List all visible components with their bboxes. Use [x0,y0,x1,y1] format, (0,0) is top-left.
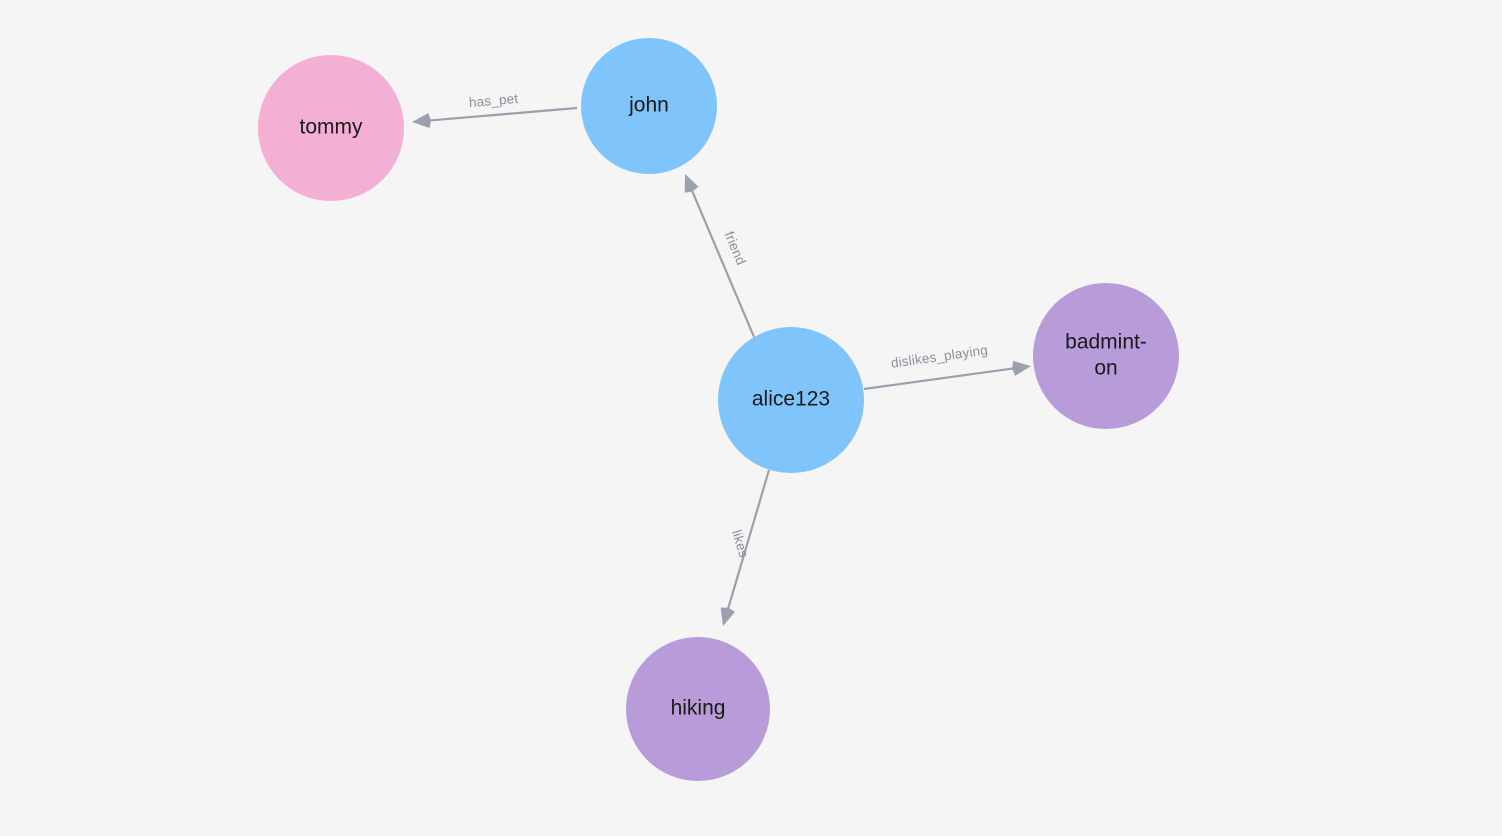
graph-node-alice123[interactable]: alice123 [718,327,864,473]
graph-edge[interactable]: likes [720,469,771,626]
nodes-layer: tommy john alice123 badmint-on hiking [258,38,1179,781]
edge-label: has_pet [468,91,519,110]
node-circle[interactable] [1033,283,1179,429]
node-circle[interactable] [258,55,404,201]
edge-label: friend [721,229,748,267]
graph-edge[interactable]: dislikes_playing [863,342,1031,391]
edge-label: likes [729,528,752,559]
edge-arrowhead [684,174,699,193]
node-circle[interactable] [581,38,717,174]
edge-line [690,189,756,338]
graph-node-john[interactable]: john [581,38,717,174]
edge-line [428,106,578,122]
graph-node-tommy[interactable]: tommy [258,55,404,201]
graph-node-hiking[interactable]: hiking [626,637,770,781]
graph-node-badminton[interactable]: badmint-on [1033,283,1179,429]
edge-arrowhead [1012,360,1031,376]
edge-label: dislikes_playing [890,342,989,370]
graph-edge[interactable]: has_pet [412,91,578,129]
edge-arrowhead [412,113,431,129]
edge-line [726,469,771,611]
node-circle[interactable] [718,327,864,473]
edge-arrowhead [720,607,736,626]
graph-edge[interactable]: friend [684,174,756,338]
edge-line [863,367,1015,391]
node-circle[interactable] [626,637,770,781]
